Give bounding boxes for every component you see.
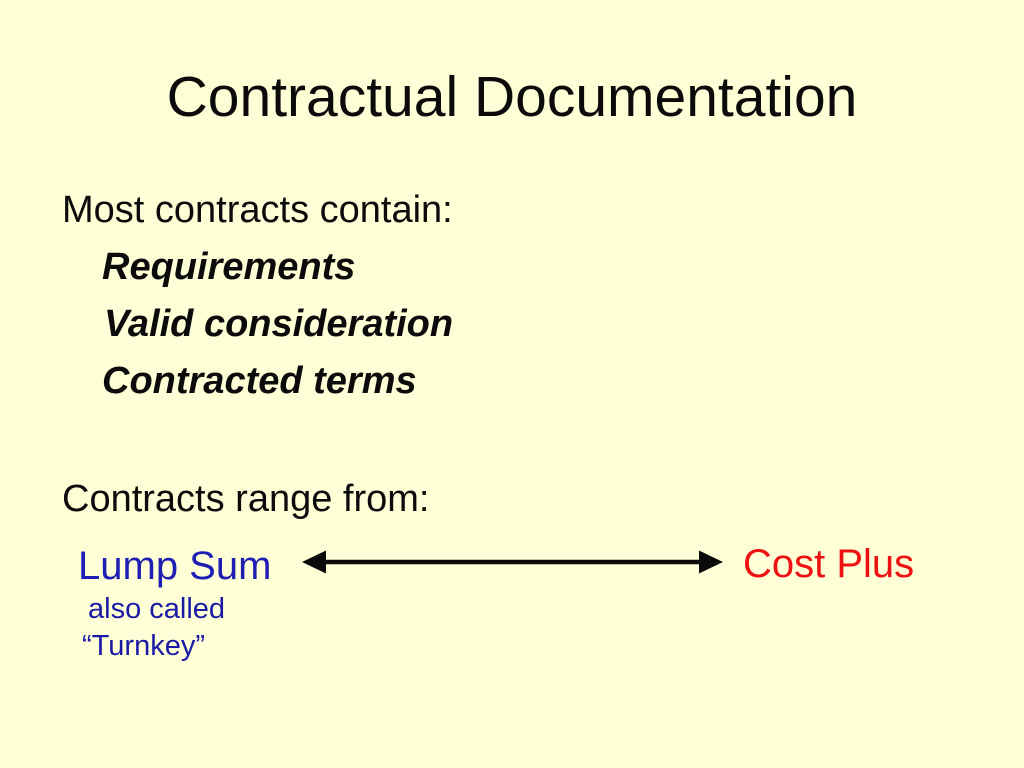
arrowhead-left-icon (302, 550, 326, 574)
arrowhead-right-icon (699, 550, 723, 574)
double-headed-arrow-icon (302, 550, 723, 574)
contract-item-requirements: Requirements (102, 246, 356, 288)
body-intro-text: Most contracts contain: (62, 189, 453, 231)
contract-item-valid-consideration: Valid consideration (104, 303, 454, 345)
range-heading-text: Contracts range from: (62, 478, 430, 520)
range-left-label: Lump Sum (78, 544, 272, 588)
range-left-sublabel-line2: “Turnkey” (82, 630, 205, 662)
contract-item-contracted-terms: Contracted terms (102, 360, 417, 402)
range-left-sublabel-line1: also called (88, 593, 226, 625)
range-right-label: Cost Plus (743, 542, 915, 586)
slide-title: Contractual Documentation (166, 65, 858, 129)
